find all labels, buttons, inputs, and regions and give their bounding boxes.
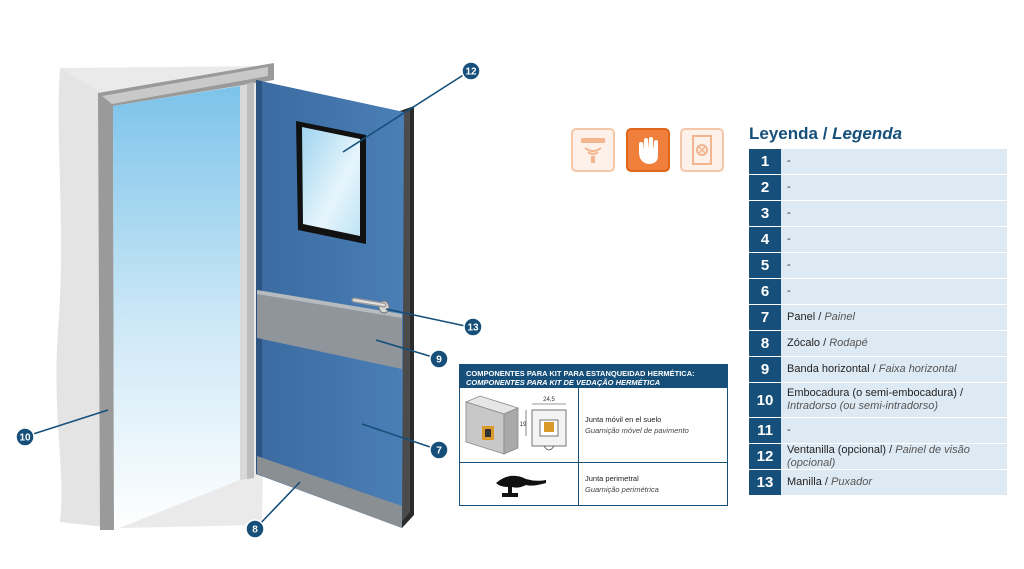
svg-text:12: 12 [465, 67, 477, 78]
callout-13: 13 [463, 317, 483, 337]
svg-text:24,5: 24,5 [543, 397, 555, 403]
kit-header: COMPONENTES PARA KIT PARA ESTANQUEIDAD H… [460, 365, 727, 387]
kit-desc: Junta perimetral Guarnição perimétrica [585, 474, 659, 494]
legend-row: 7 Panel / Painel [749, 305, 1007, 331]
legend-row: 8 Zócalo / Rodapé [749, 331, 1007, 357]
kick-plate [257, 456, 402, 528]
kit-row-floor-seal: 24,5 19 Junta móvil en el suelo Guarniçã… [460, 387, 727, 462]
legend-table: 1 - 2 - 3 - 4 - 5 - 6 - 7 Panel / Painel… [749, 149, 1007, 496]
vision-panel-glass [302, 127, 360, 236]
svg-text:9: 9 [436, 355, 442, 366]
legend-label: Panel / Painel [781, 305, 1007, 330]
legend-title: Leyenda / Legenda [749, 124, 903, 143]
legend-number: 13 [749, 470, 781, 495]
legend-row: 9 Banda horizontal / Faixa horizontal [749, 357, 1007, 383]
legend-row: 6 - [749, 279, 1007, 305]
legend-row: 5 - [749, 253, 1007, 279]
legend-row: 2 - [749, 175, 1007, 201]
legend-number: 3 [749, 201, 781, 226]
legend-row: 3 - [749, 201, 1007, 227]
legend-number: 2 [749, 175, 781, 200]
legend-number: 10 [749, 383, 781, 417]
door-illustration: 12 13 9 7 8 10 [15, 61, 483, 539]
legend-label: Manilla / Puxador [781, 470, 1007, 495]
legend-label: Zócalo / Rodapé [781, 331, 1007, 356]
legend-row: 10 Embocadura (o semi-embocadura) /Intra… [749, 383, 1007, 418]
legend-label: - [781, 227, 1007, 252]
legend-label: - [781, 279, 1007, 304]
kit-row-perimeter-seal: Junta perimetral Guarnição perimétrica [460, 462, 727, 505]
hand-icon [626, 128, 670, 172]
door-handle [351, 297, 390, 314]
legend-number: 6 [749, 279, 781, 304]
legend-number: 12 [749, 444, 781, 469]
legend-number: 7 [749, 305, 781, 330]
legend-label: - [781, 418, 1007, 443]
seal-kit-box: COMPONENTES PARA KIT PARA ESTANQUEIDAD H… [459, 364, 728, 506]
legend-number: 5 [749, 253, 781, 278]
doorway-opening [113, 86, 240, 530]
svg-text:7: 7 [436, 446, 442, 457]
svg-text:19: 19 [520, 422, 527, 428]
legend-row: 4 - [749, 227, 1007, 253]
legend-label: - [781, 201, 1007, 226]
legend-label: - [781, 175, 1007, 200]
callout-7: 7 [429, 440, 449, 460]
door-panel-icon [680, 128, 724, 172]
legend-number: 1 [749, 149, 781, 174]
svg-text:13: 13 [467, 323, 479, 334]
legend-label: - [781, 253, 1007, 278]
legend-label: Embocadura (o semi-embocadura) /Intrador… [781, 383, 1007, 417]
legend-number: 9 [749, 357, 781, 382]
legend-number: 8 [749, 331, 781, 356]
perimeter-seal-drawing [460, 463, 579, 505]
legend-label: Ventanilla (opcional) / Painel de visão … [781, 444, 1007, 469]
callout-9: 9 [429, 349, 449, 369]
legend-row: 1 - [749, 149, 1007, 175]
legend-label: Banda horizontal / Faixa horizontal [781, 357, 1007, 382]
callout-10: 10 [15, 427, 35, 447]
legend-number: 4 [749, 227, 781, 252]
legend-label: - [781, 149, 1007, 174]
svg-text:10: 10 [19, 433, 31, 444]
svg-text:8: 8 [252, 525, 258, 536]
floor-seal-drawing: 24,5 19 [460, 388, 579, 462]
legend-row: 11 - [749, 418, 1007, 444]
floor-sensor-icon [571, 128, 615, 172]
legend-row: 12 Ventanilla (opcional) / Painel de vis… [749, 444, 1007, 470]
legend-number: 11 [749, 418, 781, 443]
callout-8: 8 [245, 519, 265, 539]
kit-desc: Junta móvil en el suelo Guarnição móvel … [585, 415, 689, 435]
legend-row: 13 Manilla / Puxador [749, 470, 1007, 496]
callout-12: 12 [461, 61, 481, 81]
